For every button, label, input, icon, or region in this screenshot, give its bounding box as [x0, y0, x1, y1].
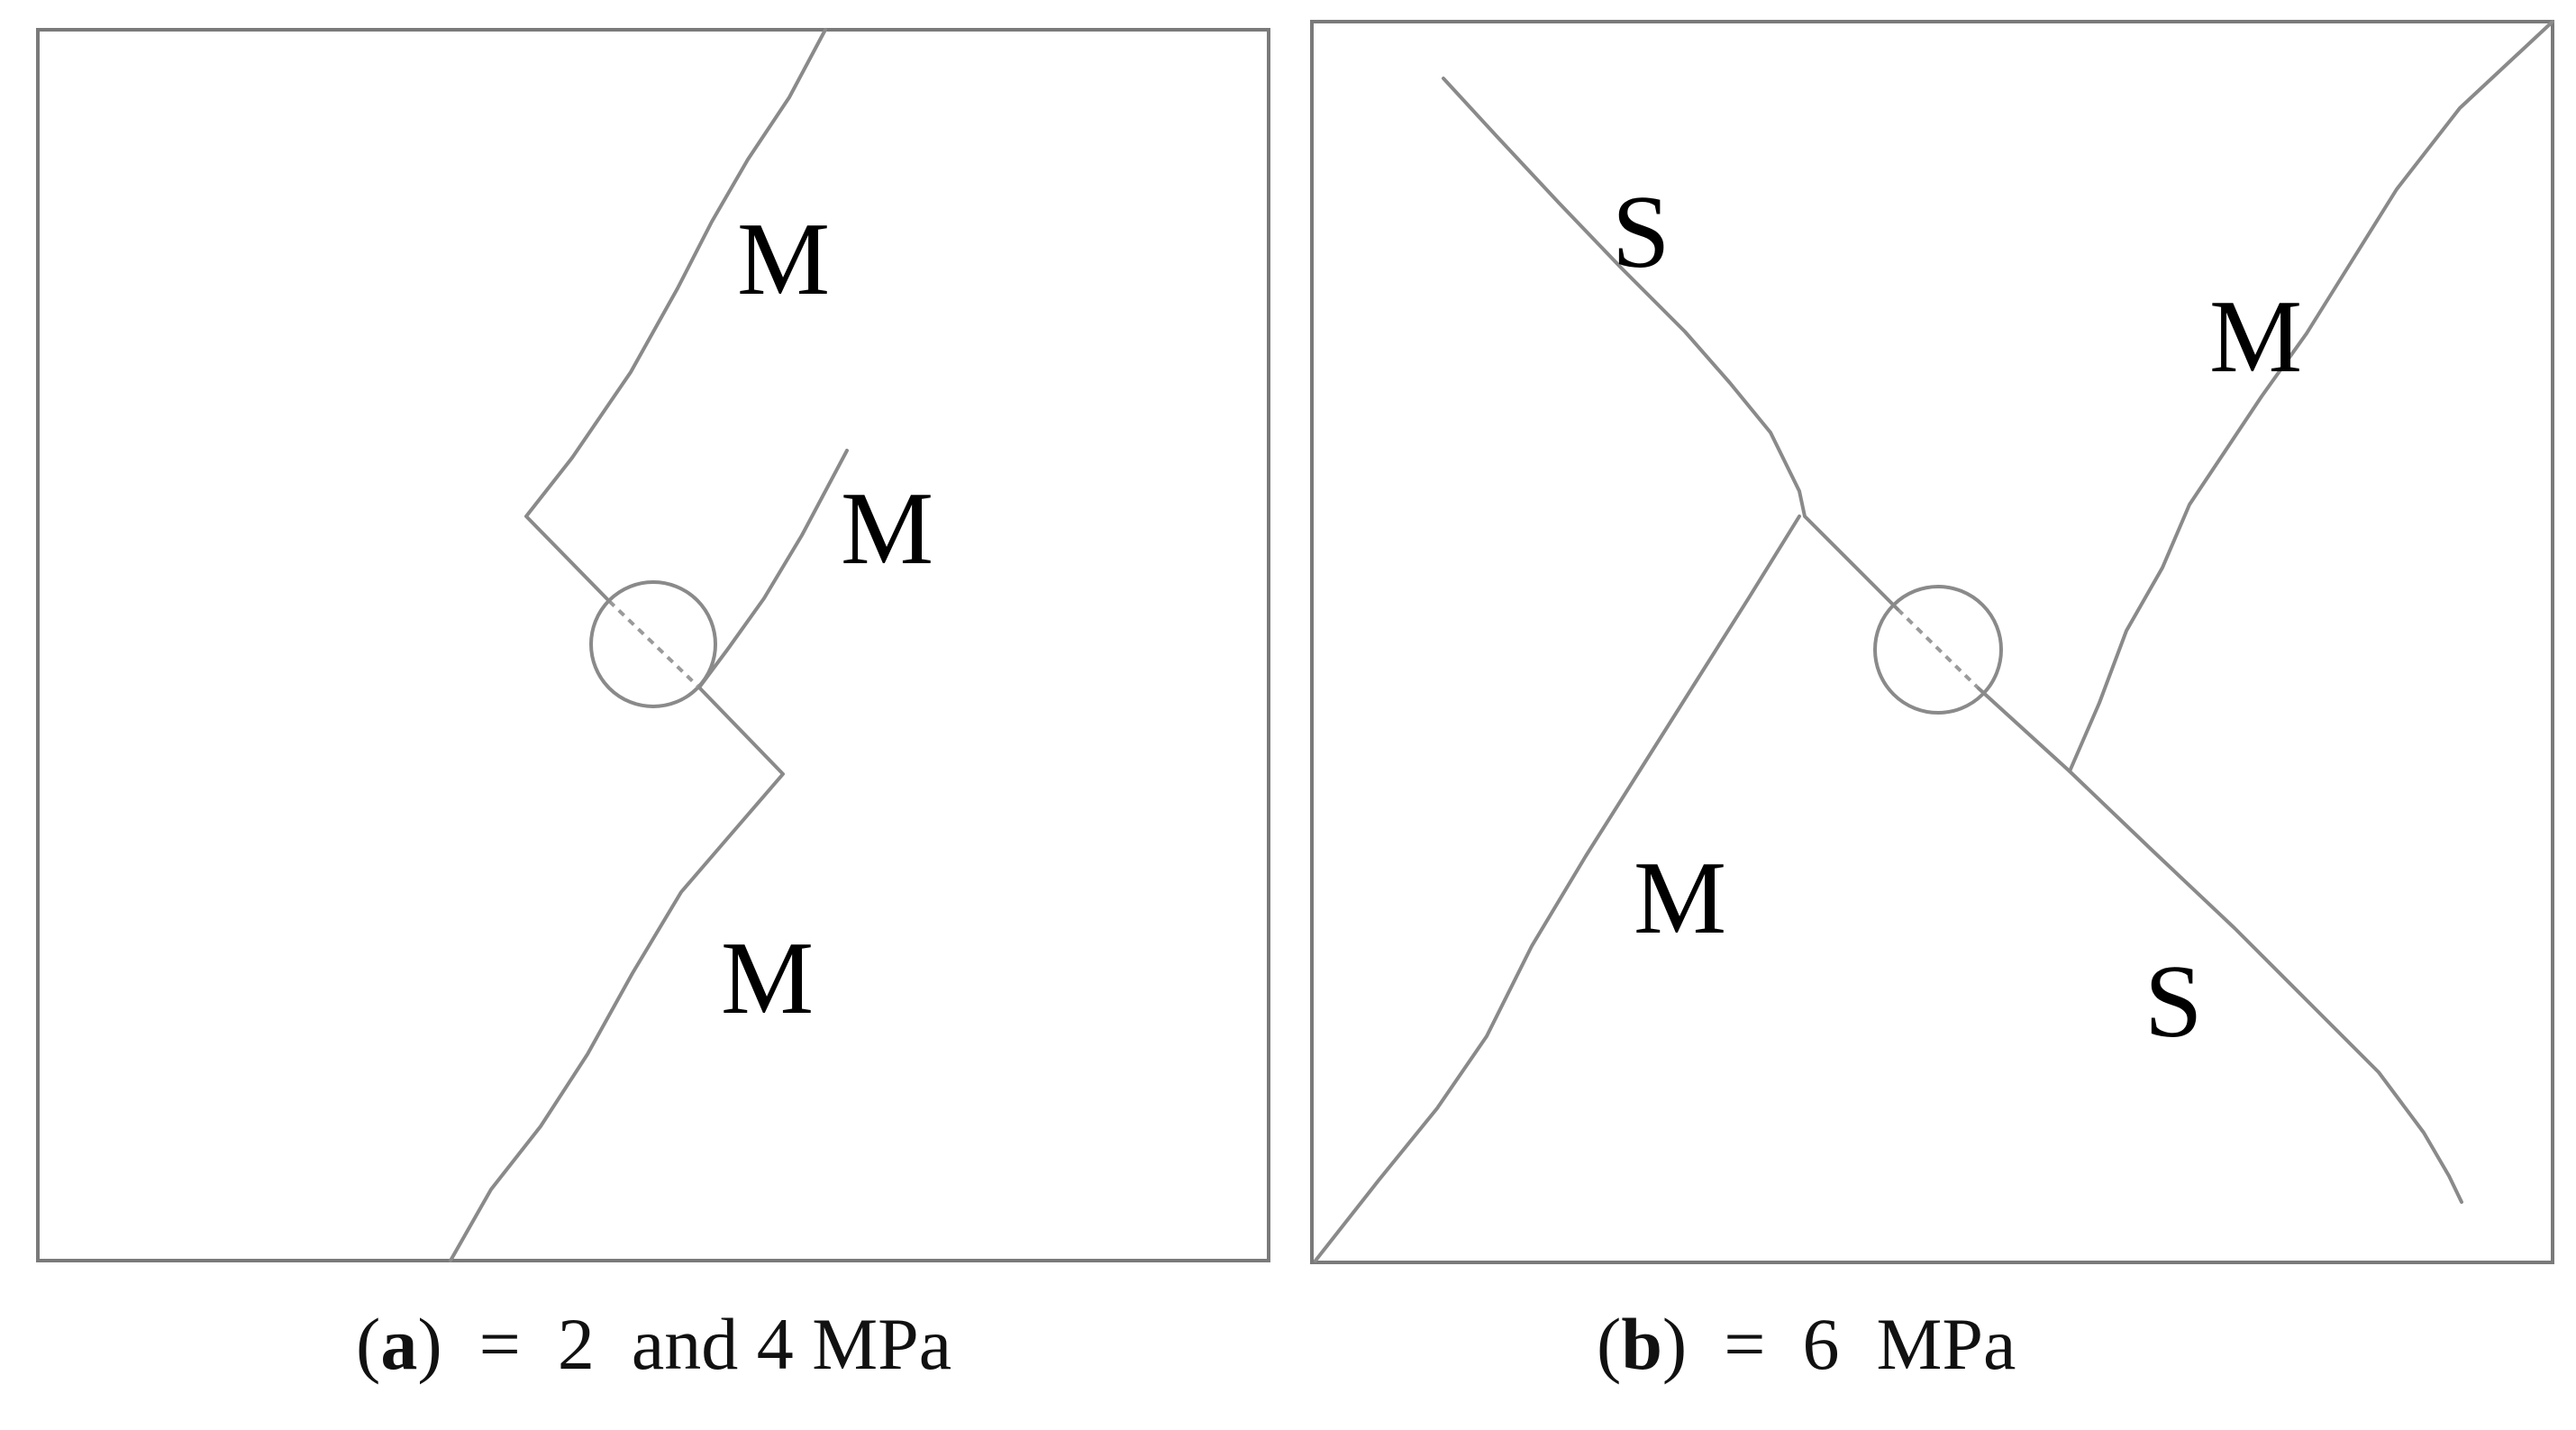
panel-b-caption-open: ( [1597, 1303, 1622, 1385]
panel-b-m-crack-upper-right [2068, 20, 2554, 773]
panel-b-label-s-upper: S [1612, 175, 1670, 290]
panel-b-label-s-lower: S [2144, 944, 2203, 1060]
panel-b-s-crack-lower-right [1977, 687, 2463, 1204]
panel-b-crack-through-hole [1896, 607, 1980, 690]
panel-a-hole [589, 580, 717, 708]
panel-a-caption-close: ) [417, 1303, 442, 1385]
panel-a-caption: (a) = 2 and 4 MPa [356, 1290, 951, 1398]
panel-a-upper-crack [524, 28, 827, 603]
panel-a-label-m-lower: M [721, 921, 814, 1036]
panel-a-frame [36, 28, 1270, 1262]
panel-a-caption-text: = 2 and 4 MPa [441, 1303, 952, 1385]
panel-a-lower-crack [449, 686, 785, 1262]
panel-b: S M M S [1310, 20, 2554, 1264]
panel-b-caption-tag: b [1621, 1303, 1662, 1385]
panel-b-caption: (b) = 6 MPa [1597, 1290, 2016, 1398]
panel-a-caption-open: ( [356, 1303, 381, 1385]
panel-b-s-crack-upper-left [1442, 77, 1899, 611]
panel-a-right-branch-crack [697, 449, 849, 689]
panel-a: M M M [36, 28, 1270, 1262]
panel-a-caption-tag: a [380, 1303, 418, 1385]
panel-b-m-crack-lower-left [1314, 515, 1801, 1262]
panel-b-caption-text: = 6 MPa [1687, 1303, 2016, 1385]
panel-a-label-m-middle: M [841, 471, 933, 587]
panel-b-label-m-lower-left: M [1634, 841, 1726, 956]
panel-b-caption-close: ) [1661, 1303, 1688, 1385]
panel-a-label-m-upper: M [737, 202, 830, 317]
panel-b-hole [1873, 585, 2003, 715]
panel-b-frame [1310, 20, 2554, 1264]
panel-b-label-m-upper-right: M [2209, 279, 2302, 395]
